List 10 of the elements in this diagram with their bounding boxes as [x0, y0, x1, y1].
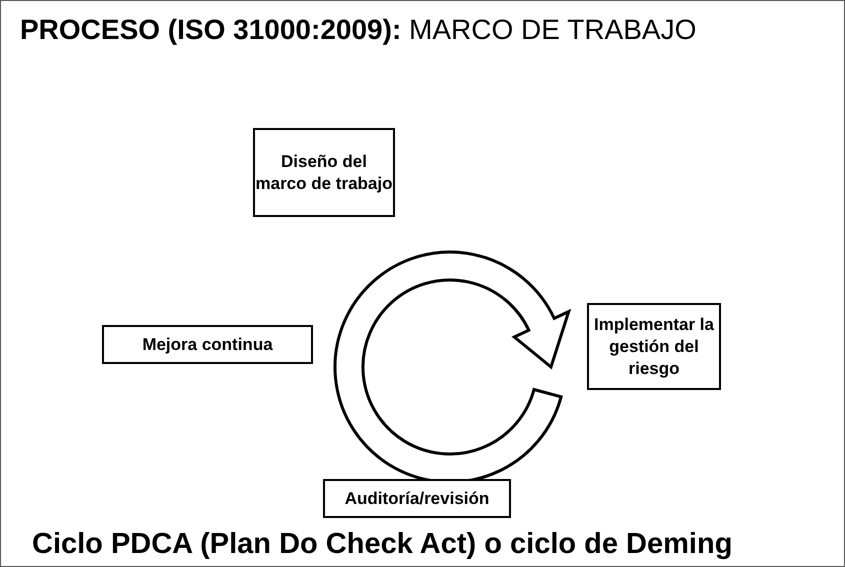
title: PROCESO (ISO 31000:2009): MARCO DE TRABAJO: [20, 14, 696, 46]
process-box: [102, 325, 313, 364]
box-label: Diseño del marco de trabajo: [255, 150, 393, 194]
box-label: Implementar la gestión del riesgo: [593, 314, 715, 380]
process-box: [587, 303, 721, 390]
process-box: [323, 479, 511, 518]
process-box: [253, 128, 395, 217]
caption: Ciclo PDCA (Plan Do Check Act) o ciclo de Deming: [32, 528, 732, 561]
box-label: Mejora continua: [142, 334, 273, 356]
box-label: Auditoría/revisión: [344, 488, 490, 510]
